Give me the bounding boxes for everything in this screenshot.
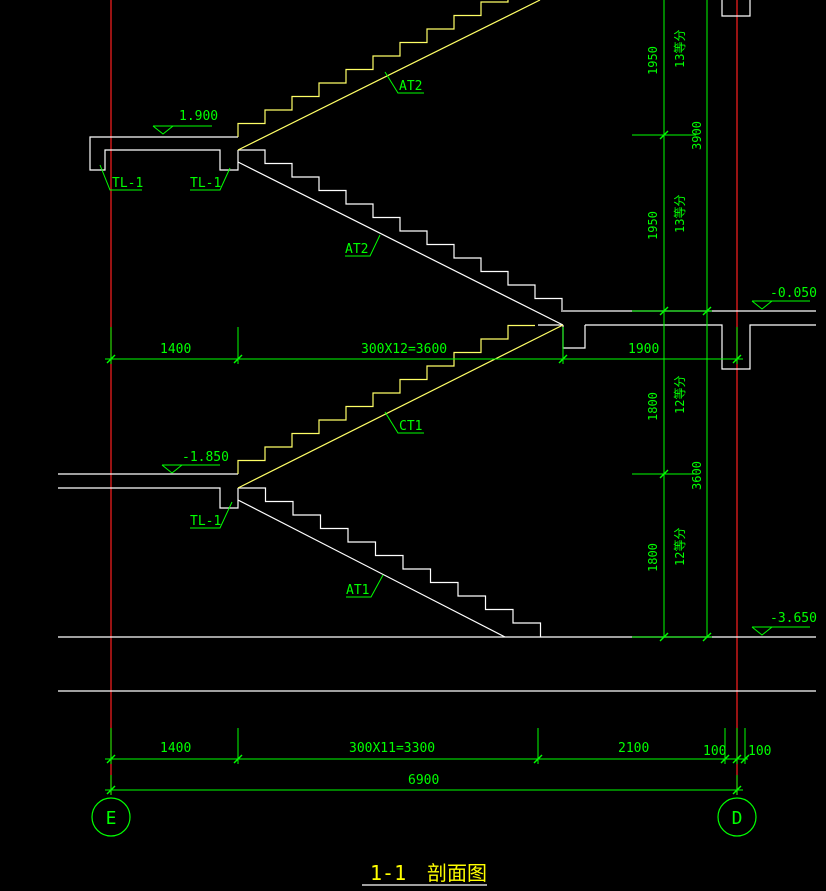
vertical-ticks [659,130,712,642]
upper-landing-slab [89,136,239,171]
vdim-seg2: 1950 [646,211,660,240]
at2-lower-steps [238,149,563,312]
tick [233,354,243,364]
dim-bot-small1: 100 [703,744,726,759]
tick [659,130,669,140]
leader-tl-lower [190,501,233,529]
title-number: 1-1 [370,861,406,885]
label-at1: AT1 [346,583,369,598]
leader-ct1 [384,411,424,434]
vertical-dimensions [632,0,712,638]
top-beam [721,0,751,17]
elevation-texts: 1.900 -0.050 -1.850 -3.650 [179,109,817,626]
tick [732,354,742,364]
tick [732,754,742,764]
axis-bubble-d [717,797,757,837]
vdim-seg4: 1800 [646,543,660,572]
tick [233,754,243,764]
member-leaders [99,71,424,598]
lower-landing-slab-bottom [58,487,239,509]
elev-marker-3650 [751,626,774,636]
elev-text-0050: -0.050 [770,286,817,301]
tick [106,785,116,795]
flight-lines [237,0,564,489]
drawing-title: 1-1 剖面图 [362,861,487,886]
vdim-seg3-note: 12等分 [673,376,687,414]
tick [702,306,712,316]
label-tl-lower: TL-1 [190,514,221,529]
tick [106,354,116,364]
floor-slab-lower-line [585,324,816,370]
vdim-seg1-note: 13等分 [673,30,687,68]
tick [740,754,750,764]
tick [720,754,730,764]
dim-bot-right: 2100 [618,741,649,756]
ct1-soffit [237,324,564,489]
vdim-seg4-note: 12等分 [673,528,687,566]
tick [659,469,669,479]
label-tl-right-upper: TL-1 [190,176,221,191]
dim-mid-left: 1400 [160,342,191,357]
dim-bot-small2: 100 [748,744,771,759]
elev-text-3650: -3.650 [770,611,817,626]
tick [659,306,669,316]
dim-bot-middle: 300X11=3300 [349,741,435,756]
tick [659,632,669,642]
tick [106,754,116,764]
at2-upper-steps [237,0,509,137]
elev-text-1900: 1.900 [179,109,218,124]
horizontal-dimensions [105,327,748,795]
elev-marker-1900 [152,125,175,135]
leader-at2-lower [345,234,381,257]
label-at2-upper: AT2 [399,79,422,94]
title-name: 剖面图 [427,861,487,885]
dim-mid-middle: 300X12=3600 [361,342,447,357]
leader-at2-upper [384,71,424,94]
label-at2-lower: AT2 [345,242,368,257]
axis-label-d: D [732,808,743,829]
tick [558,354,568,364]
ct1-mid-landing [562,325,586,349]
elevation-markers [152,125,810,636]
vertical-dimension-texts: 1950 13等分 3900 1950 13等分 1800 12等分 3600 … [646,30,704,572]
at2-lower-soffit [237,161,564,326]
elev-marker-0050 [751,300,774,310]
member-labels: TL-1 TL-1 AT2 AT2 CT1 TL-1 AT1 [112,79,422,598]
at2-upper-soffit [237,0,541,151]
axis-bubble-e [91,797,131,837]
label-tl-left-upper: TL-1 [112,176,143,191]
vdim-seg1: 1950 [646,46,660,75]
label-ct1: CT1 [399,419,422,434]
at1-steps [238,487,542,637]
vdim-total-lower: 3600 [690,461,704,490]
dim-mid-right: 1900 [628,342,659,357]
tick [732,785,742,795]
axis-lines [110,0,738,795]
dimension-ticks [106,354,750,795]
leader-at1 [346,574,384,598]
at1-soffit [237,499,506,638]
dim-bot-left: 1400 [160,741,191,756]
leader-tl-right-upper [190,167,231,191]
vdim-seg3: 1800 [646,392,660,421]
vdim-seg2-note: 13等分 [673,195,687,233]
tick [702,632,712,642]
dim-bot-total: 6900 [408,773,439,788]
elev-marker-1850 [161,464,184,474]
horizontal-dimension-texts: 1400 300X12=3600 1900 1400 300X11=3300 2… [160,342,771,788]
tick [533,754,543,764]
vdim-total-upper: 3900 [690,121,704,150]
elev-text-1850: -1.850 [182,450,229,465]
leader-tl-left-upper [99,164,142,191]
axis-label-e: E [106,808,117,829]
ct1-steps [237,324,535,474]
axis-bubbles: E D [91,797,757,837]
